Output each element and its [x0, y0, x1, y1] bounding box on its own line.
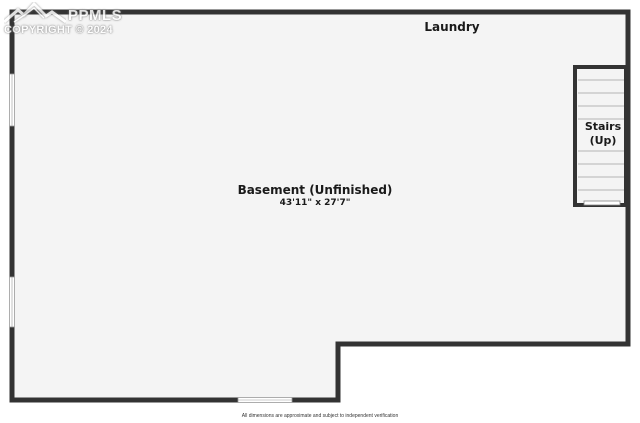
watermark-brand: PPMLS: [68, 7, 123, 24]
window-bottom: [237, 397, 293, 403]
basement-floor: [12, 12, 628, 400]
exterior-wall: [9, 9, 631, 403]
room-dimensions-basement: 43'11" x 27'7": [279, 198, 351, 208]
dimensions-disclaimer: All dimensions are approximate and subje…: [241, 413, 399, 419]
stair-treads: [578, 79, 624, 191]
watermark-copyright: COPYRIGHT © 2024: [4, 24, 113, 36]
stairs-outline: [573, 65, 628, 207]
stairs-landing-sill: [583, 200, 621, 206]
room-label-laundry: Laundry: [424, 20, 480, 34]
mountain-logo-icon: [4, 2, 66, 24]
window-left-upper: [9, 73, 15, 127]
room-label-basement: Basement (Unfinished): [237, 183, 393, 197]
ppmls-watermark: PPMLS COPYRIGHT © 2024: [2, 2, 130, 38]
window-left-lower: [9, 276, 15, 328]
room-label-stairs-direction: (Up): [589, 134, 617, 147]
room-label-stairs: Stairs: [584, 120, 622, 133]
